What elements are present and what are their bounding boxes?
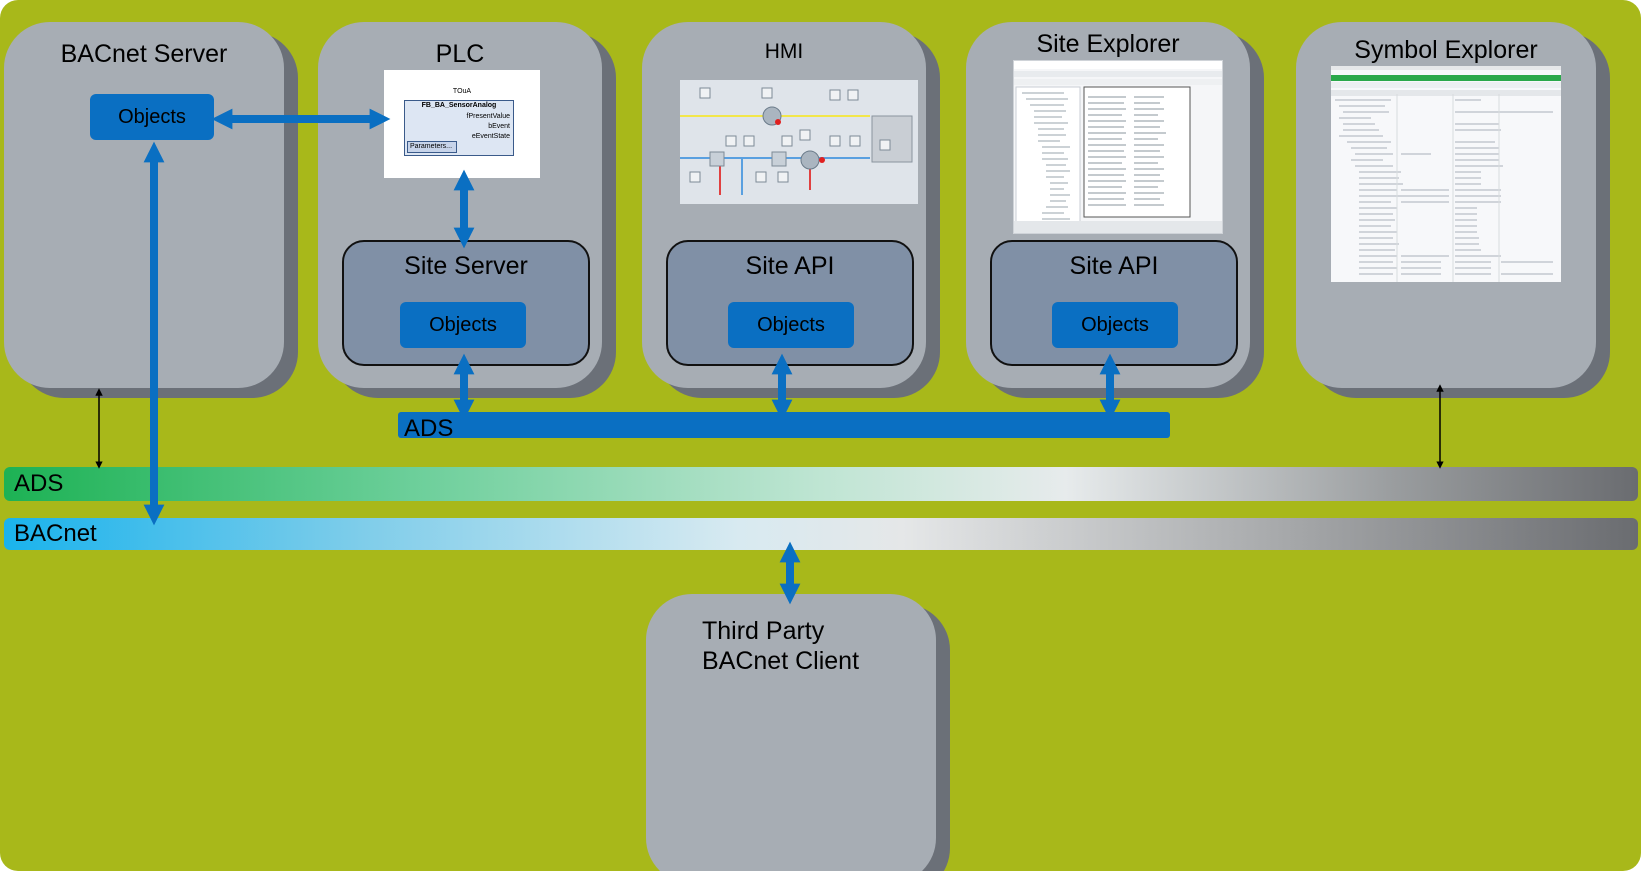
fb-output-event: bEvent: [488, 123, 510, 130]
fb-parameters-button: Parameters...: [407, 141, 457, 153]
plc-function-block-screenshot: TOuA FB_BA_SensorAnalog fPresentValue bE…: [384, 70, 540, 178]
fb-instance-name: TOuA: [452, 88, 472, 95]
hmi-screenshot: [680, 80, 918, 204]
hmi-site-api-box: Site API Objects: [666, 240, 914, 366]
site-server-objects: Objects: [400, 302, 526, 348]
hmi-objects: Objects: [728, 302, 854, 348]
fb-output-present-value: fPresentValue: [466, 113, 510, 120]
plc-title: PLC: [435, 40, 485, 68]
bacnet-server-title: BACnet Server: [60, 40, 228, 68]
fb-block: FB_BA_SensorAnalog fPresentValue bEvent …: [404, 100, 514, 156]
third-party-line2: BACnet Client: [702, 647, 860, 675]
third-party-line1: Third Party: [702, 617, 825, 645]
ads-bus: ADS: [4, 467, 1638, 501]
site-explorer-screenshot: [1013, 60, 1223, 234]
site-server-title: Site Server: [404, 252, 528, 280]
symbol-explorer-screenshot: [1331, 66, 1561, 282]
third-party-box: [646, 594, 936, 871]
hmi-site-api-title: Site API: [745, 252, 835, 280]
bacnet-server-objects: Objects: [90, 94, 214, 140]
ads-inner-bus: ADS: [398, 412, 1170, 442]
fb-output-event-state: eEventState: [471, 133, 510, 140]
site-explorer-objects: Objects: [1052, 302, 1178, 348]
symbol-explorer-screenshot-graphic: [1331, 66, 1561, 282]
site-explorer-title: Site Explorer: [1036, 30, 1180, 58]
third-party-title: Third Party BACnet Client: [702, 616, 859, 676]
bacnet-bus: BACnet: [4, 518, 1638, 550]
site-explorer-screenshot-graphic: [1014, 61, 1222, 233]
hmi-screenshot-graphic: [680, 80, 918, 204]
fb-type-name: FB_BA_SensorAnalog: [421, 102, 497, 109]
site-explorer-site-api-box: Site API Objects: [990, 240, 1238, 366]
hmi-title: HMI: [764, 40, 804, 63]
symbol-explorer-title: Symbol Explorer: [1354, 36, 1538, 64]
site-server-box: Site Server Objects: [342, 240, 590, 366]
site-explorer-site-api-title: Site API: [1069, 252, 1159, 280]
